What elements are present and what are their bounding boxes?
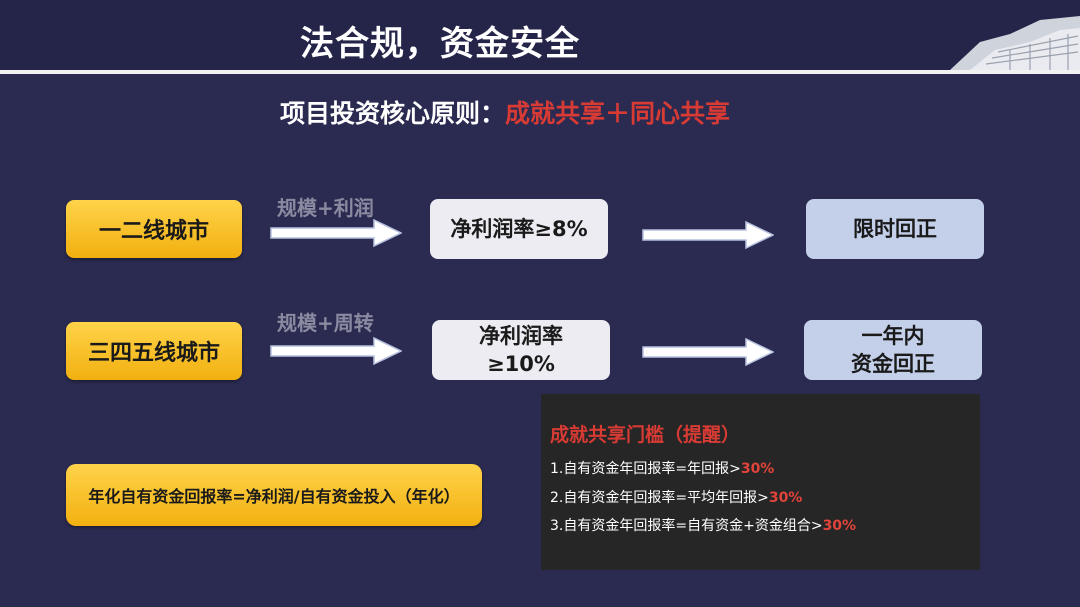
result-tier3-box: 一年内 资金回正 bbox=[804, 320, 982, 380]
arrow-right-icon bbox=[270, 219, 402, 247]
page-title: 法合规，资金安全 bbox=[300, 24, 580, 64]
principle-subtitle: 项目投资核心原则：成就共享＋同心共享 bbox=[280, 94, 730, 130]
reminder-item-text: 1.自有资金年回报率=年回报> bbox=[550, 461, 741, 477]
reminder-item: 3.自有资金年回报率=自有资金+资金组合>30% bbox=[550, 515, 856, 535]
reminder-item-pct: 30% bbox=[768, 490, 803, 506]
reminder-item: 2.自有资金年回报率=平均年回报>30% bbox=[550, 487, 802, 507]
condition-tier1-box: 净利润率≥8% bbox=[430, 199, 608, 259]
subtitle-prefix: 项目投资核心原则： bbox=[280, 99, 506, 128]
header-divider bbox=[0, 70, 1080, 74]
reminder-item-text: 2.自有资金年回报率=平均年回报> bbox=[550, 490, 769, 506]
reminder-item-pct: 30% bbox=[822, 518, 857, 534]
condition-line: ≥10% bbox=[487, 352, 555, 376]
city-tier1-box: 一二线城市 bbox=[66, 200, 242, 258]
condition-tier3-box: 净利润率 ≥10% bbox=[432, 320, 610, 380]
reminder-panel: 成就共享门槛（提醒） 1.自有资金年回报率=年回报>30% 2.自有资金年回报率… bbox=[541, 394, 980, 570]
subtitle-highlight: 成就共享＋同心共享 bbox=[505, 99, 731, 128]
condition-line: 净利润率 bbox=[479, 324, 563, 348]
header-bar bbox=[0, 0, 1080, 70]
result-line: 一年内 bbox=[861, 324, 925, 348]
arrow-right-icon bbox=[270, 337, 402, 365]
arrow-right-icon bbox=[642, 338, 774, 366]
formula-box: 年化自有资金回报率=净利润/自有资金投入（年化） bbox=[66, 464, 482, 526]
arrow-label-tier3: 规模+周转 bbox=[277, 311, 374, 335]
result-line: 资金回正 bbox=[851, 352, 935, 376]
result-tier1-box: 限时回正 bbox=[806, 199, 984, 259]
condition-line: 净利润率≥8% bbox=[450, 217, 588, 241]
building-icon bbox=[950, 16, 1080, 70]
reminder-title: 成就共享门槛（提醒） bbox=[550, 424, 741, 446]
arrow-right-icon bbox=[642, 221, 774, 249]
reminder-item-pct: 30% bbox=[740, 461, 775, 477]
city-tier3-box: 三四五线城市 bbox=[66, 322, 242, 380]
reminder-item-text: 3.自有资金年回报率=自有资金+资金组合> bbox=[550, 518, 823, 534]
arrow-label-tier1: 规模+利润 bbox=[277, 196, 374, 220]
result-line: 限时回正 bbox=[853, 217, 937, 241]
reminder-item: 1.自有资金年回报率=年回报>30% bbox=[550, 458, 774, 478]
